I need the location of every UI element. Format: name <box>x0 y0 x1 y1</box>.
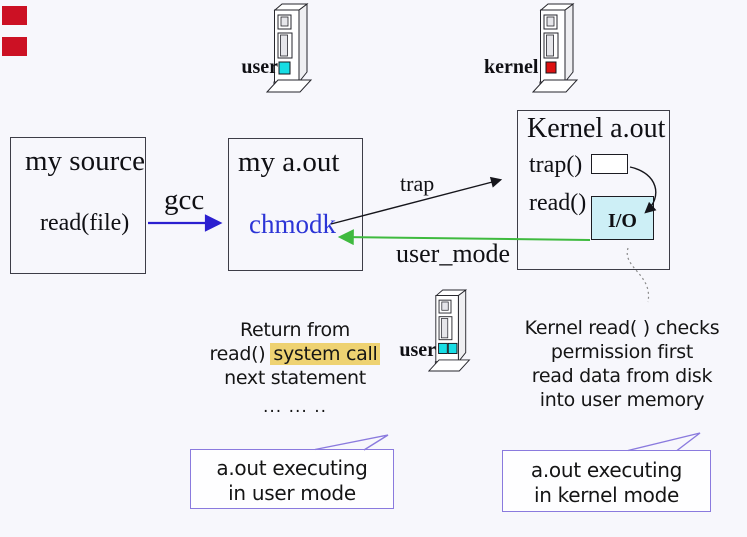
slide-corner-marker-top <box>2 6 27 25</box>
kernel-bubble-tail <box>627 432 701 452</box>
kernel-computer-tower-icon <box>532 3 579 93</box>
my-aout-title: my a.out <box>238 146 340 178</box>
kernel-note-line4: into user memory <box>539 389 705 411</box>
kernel-note-line1: Kernel read( ) checks <box>524 317 720 339</box>
slide-corner-marker-bottom <box>2 37 27 56</box>
user-bubble-line1: a.out executing <box>216 456 368 480</box>
kernel-aout-title: Kernel a.out <box>527 113 666 144</box>
user-mode-label: user_mode <box>396 239 511 268</box>
user-tower-label-middle: user <box>399 339 436 361</box>
user-tower-label: user <box>241 56 278 78</box>
system-call-highlight: system call <box>270 343 381 365</box>
user-indicator-cyan-1 <box>438 342 448 354</box>
io-box: I/O <box>591 196 654 240</box>
gcc-label: gcc <box>164 184 205 216</box>
user-mode-bubble: a.out executing in user mode <box>190 449 394 509</box>
trap-label: trap <box>400 171 435 196</box>
kernel-note-line3: read data from disk <box>531 365 713 387</box>
kernel-note-line2: permission first <box>550 341 694 363</box>
return-note-line3: next statement <box>224 367 366 389</box>
kernel-bubble-line2: in kernel mode <box>533 483 680 507</box>
trap-fn-text: trap() <box>529 152 583 178</box>
trap-return-slot <box>591 154 628 174</box>
my-source-box <box>10 137 146 274</box>
kernel-tower-label: kernel <box>484 56 539 78</box>
kernel-read-note: Kernel read( ) checks permission first r… <box>507 316 737 412</box>
kernel-aout-box <box>517 110 670 270</box>
user-indicator-cyan-2 <box>447 342 458 354</box>
user-computer-tower-icon <box>266 3 313 93</box>
read-file-text: read(file) <box>40 210 130 236</box>
kernel-mode-bubble: a.out executing in kernel mode <box>502 450 711 512</box>
user-bubble-line2: in user mode <box>228 481 356 505</box>
user-computer-tower-icon-middle <box>428 289 471 372</box>
return-note: Return from read()system call next state… <box>195 318 395 419</box>
return-note-line2: read()system call <box>195 342 395 366</box>
user-bubble-tail <box>314 434 389 451</box>
return-note-line1: Return from <box>239 319 350 341</box>
chmodk-text: chmodk <box>249 209 336 239</box>
return-note-read: read() <box>209 343 266 365</box>
my-source-title: my source <box>25 145 145 177</box>
return-note-dots: ... ... .. <box>262 397 328 417</box>
read-fn-text: read() <box>529 190 587 216</box>
kernel-indicator-red <box>545 61 557 74</box>
user-indicator-cyan <box>278 61 291 75</box>
io-label: I/O <box>608 209 637 232</box>
kernel-bubble-line1: a.out executing <box>530 458 683 482</box>
